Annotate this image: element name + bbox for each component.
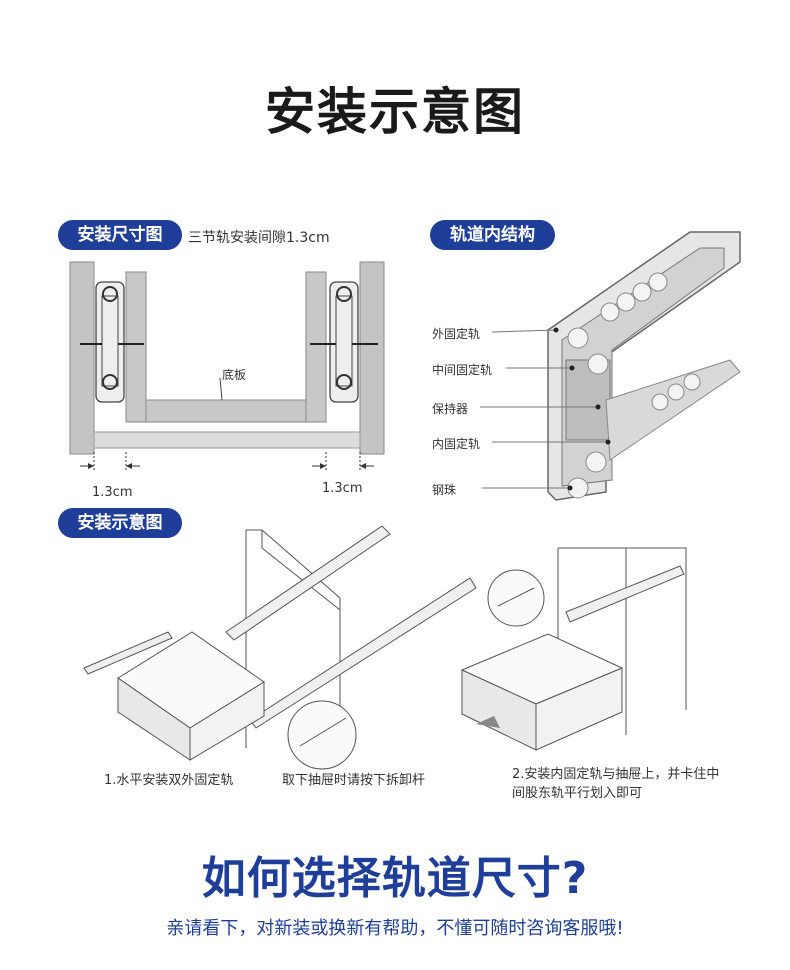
section-label-size: 安装尺寸图: [58, 220, 182, 250]
rail-structure-drawing: [480, 231, 741, 501]
cabinet-cross-section: [69, 261, 385, 472]
step2-caption-line2: 间股东轨平行划入即可: [512, 786, 643, 801]
board-label: 底板: [222, 368, 247, 382]
page-title: 安装示意图: [265, 83, 525, 141]
footer-headline: 如何选择轨道尺寸?: [201, 853, 589, 904]
part-middle-rail: 中间固定轨: [432, 363, 493, 377]
gap-right-label: 1.3cm: [322, 481, 363, 496]
part-steel-ball: 钢珠: [432, 483, 457, 497]
gap-left-label: 1.3cm: [92, 485, 133, 500]
footer-subline: 亲请看下，对新装或换新有帮助，不懂可随时咨询客服哦!: [166, 918, 624, 939]
part-inner-rail: 内固定轨: [432, 437, 481, 451]
install-steps-drawing: [83, 525, 687, 770]
step1-caption: 1.水平安装双外固定轨: [104, 773, 234, 788]
remove-caption: 取下抽屉时请按下拆卸杆: [282, 773, 426, 788]
step2-caption-line1: 2.安装内固定轨与抽屉上，并卡住中: [512, 767, 720, 782]
section-label-install: 安装示意图: [58, 508, 182, 538]
part-outer-rail: 外固定轨: [432, 327, 481, 341]
gap-note: 三节轨安装间隙1.3cm: [188, 230, 330, 246]
part-retainer: 保持器: [432, 402, 469, 416]
section-label-structure: 轨道内结构: [430, 220, 555, 250]
